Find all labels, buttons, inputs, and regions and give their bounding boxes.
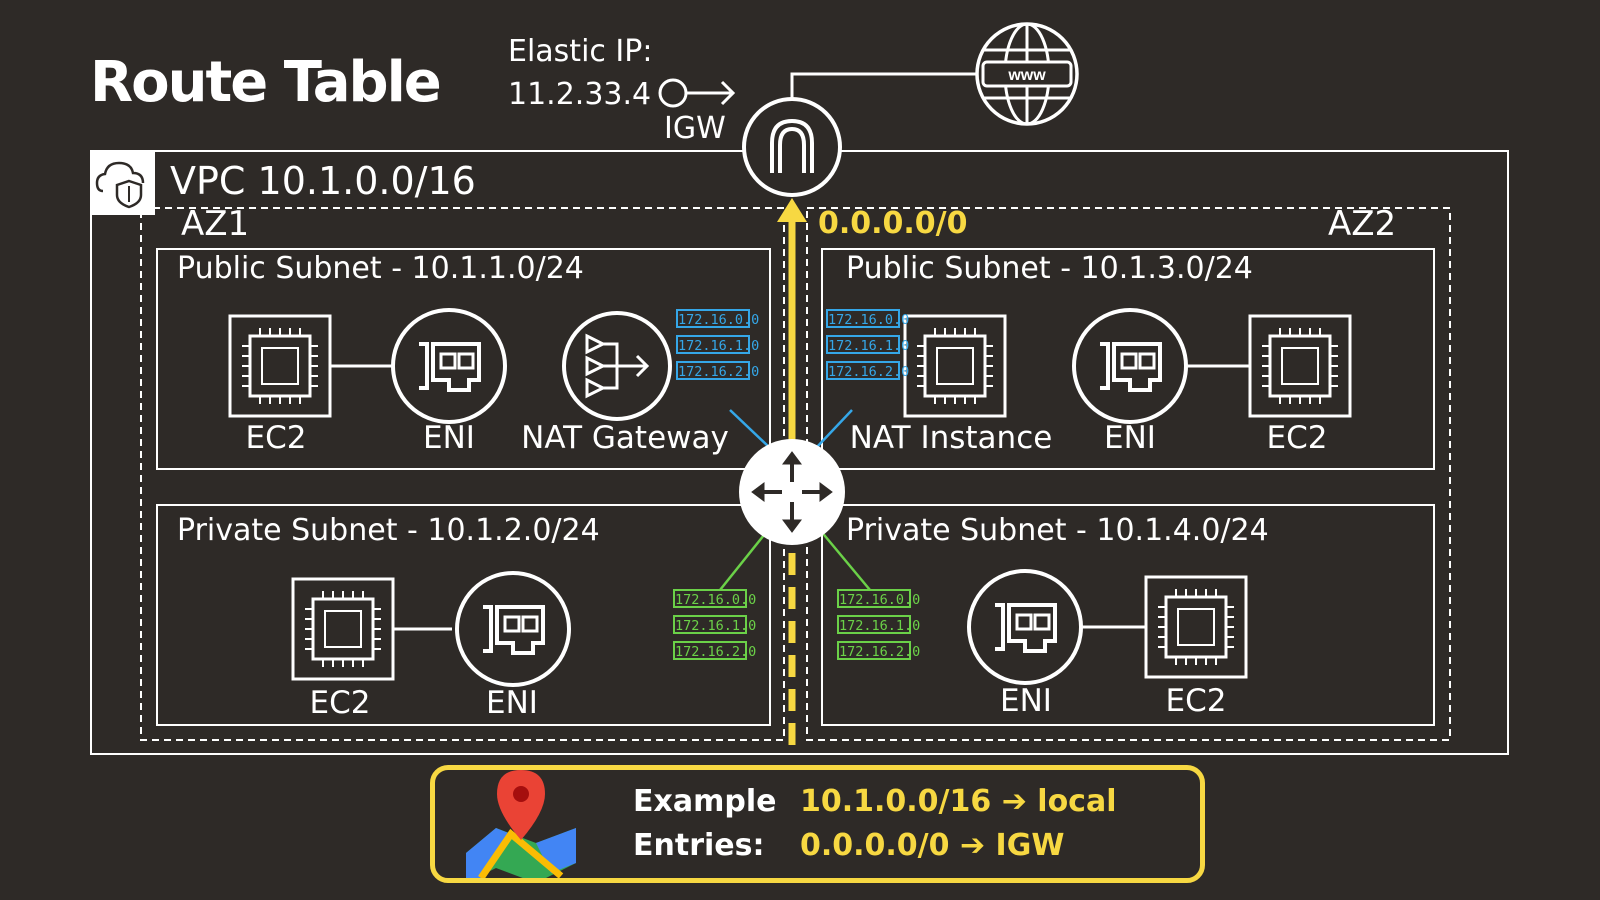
nat-gateway-label: NAT Gateway	[521, 420, 729, 456]
default-route-label: 0.0.0.0/0	[818, 206, 968, 241]
example-entry-local: 10.1.0.0/16 ➔ local	[800, 784, 1117, 819]
vpc-label: VPC 10.1.0.0/16	[170, 162, 476, 200]
route-entry: 172.16.0.0	[676, 309, 759, 328]
vpc-title: VPC	[170, 159, 246, 203]
route-entry: 172.16.0.0	[673, 589, 756, 608]
az2-private-subnet-label: Private Subnet - 10.1.4.0/24	[846, 513, 1269, 548]
connector-public-right	[815, 409, 853, 449]
az2-public-subnet-label: Public Subnet - 10.1.3.0/24	[846, 251, 1253, 286]
connector-public-left	[729, 409, 771, 449]
az1-private-ec2-label: EC2	[309, 685, 371, 721]
svg-text:www: www	[1007, 67, 1046, 84]
nat-instance-icon	[905, 316, 1005, 416]
route-entry: 172.16.1.0	[673, 615, 756, 634]
az2-private-ec2-label: EC2	[1165, 683, 1227, 719]
az2-public-subnet	[821, 248, 1435, 470]
az1-public-ec2-icon	[230, 316, 330, 416]
route-entry: 172.16.1.0	[676, 335, 759, 354]
nat-instance-label: NAT Instance	[849, 420, 1053, 456]
az2-private-eni-icon	[967, 569, 1083, 685]
connector-private-right	[819, 529, 871, 591]
az2-label: AZ2	[1328, 204, 1397, 244]
connector-private-left	[719, 529, 769, 591]
az1-private-subnet	[156, 504, 771, 726]
route-entry: 172.16.2.0	[676, 361, 759, 380]
az1-private-subnet-label: Private Subnet - 10.1.2.0/24	[177, 513, 600, 548]
az1-private-eni-icon	[455, 571, 571, 687]
az2-public-eni-icon	[1072, 308, 1188, 424]
example-key-line1: Example	[633, 784, 777, 819]
az2-private-eni-label: ENI	[1000, 683, 1052, 719]
route-entry: 172.16.1.0	[826, 335, 909, 354]
az2-private-subnet	[821, 504, 1435, 726]
az2-public-ec2-icon	[1250, 316, 1350, 416]
key-icon	[658, 78, 736, 108]
az2-private-ec2-icon	[1146, 577, 1246, 677]
az2-public-ec2-label: EC2	[1266, 420, 1328, 456]
az1-public-subnet-label: Public Subnet - 10.1.1.0/24	[177, 251, 584, 286]
example-key-line2: Entries:	[633, 828, 765, 863]
az1-private-ec2-icon	[293, 579, 393, 679]
router-icon	[739, 439, 845, 545]
route-arrow-head	[777, 198, 807, 222]
map-pin-icon	[466, 770, 576, 883]
vpc-cidr: 10.1.0.0/16	[257, 159, 476, 203]
route-entry: 172.16.0.0	[826, 309, 909, 328]
az1-public-ec2-label: EC2	[245, 420, 307, 456]
elastic-ip-label: Elastic IP:	[508, 34, 653, 69]
igw-label: IGW	[664, 111, 726, 146]
example-entry-igw: 0.0.0.0/0 ➔ IGW	[800, 828, 1065, 863]
az1-public-subnet	[156, 248, 771, 470]
route-entry: 172.16.2.0	[673, 641, 756, 660]
az2-public-eni-label: ENI	[1104, 420, 1156, 456]
elastic-ip-address: 11.2.33.4	[508, 77, 652, 112]
az1-label: AZ1	[181, 204, 250, 244]
az1-private-eni-label: ENI	[486, 685, 538, 721]
page-title: Route Table	[90, 50, 442, 115]
route-entry: 172.16.0.0	[837, 589, 920, 608]
globe-www-icon: www	[975, 22, 1079, 126]
example-entries-box	[430, 765, 1205, 883]
route-entry: 172.16.2.0	[837, 641, 920, 660]
az1-public-eni-label: ENI	[423, 420, 475, 456]
nat-gateway-icon	[562, 311, 672, 421]
igw-internet-link	[790, 72, 977, 99]
az1-public-eni-icon	[391, 308, 507, 424]
cloud-shield-icon	[95, 161, 145, 209]
route-entry: 172.16.1.0	[837, 615, 920, 634]
igw-icon	[742, 97, 842, 197]
route-entry: 172.16.2.0	[826, 361, 909, 380]
